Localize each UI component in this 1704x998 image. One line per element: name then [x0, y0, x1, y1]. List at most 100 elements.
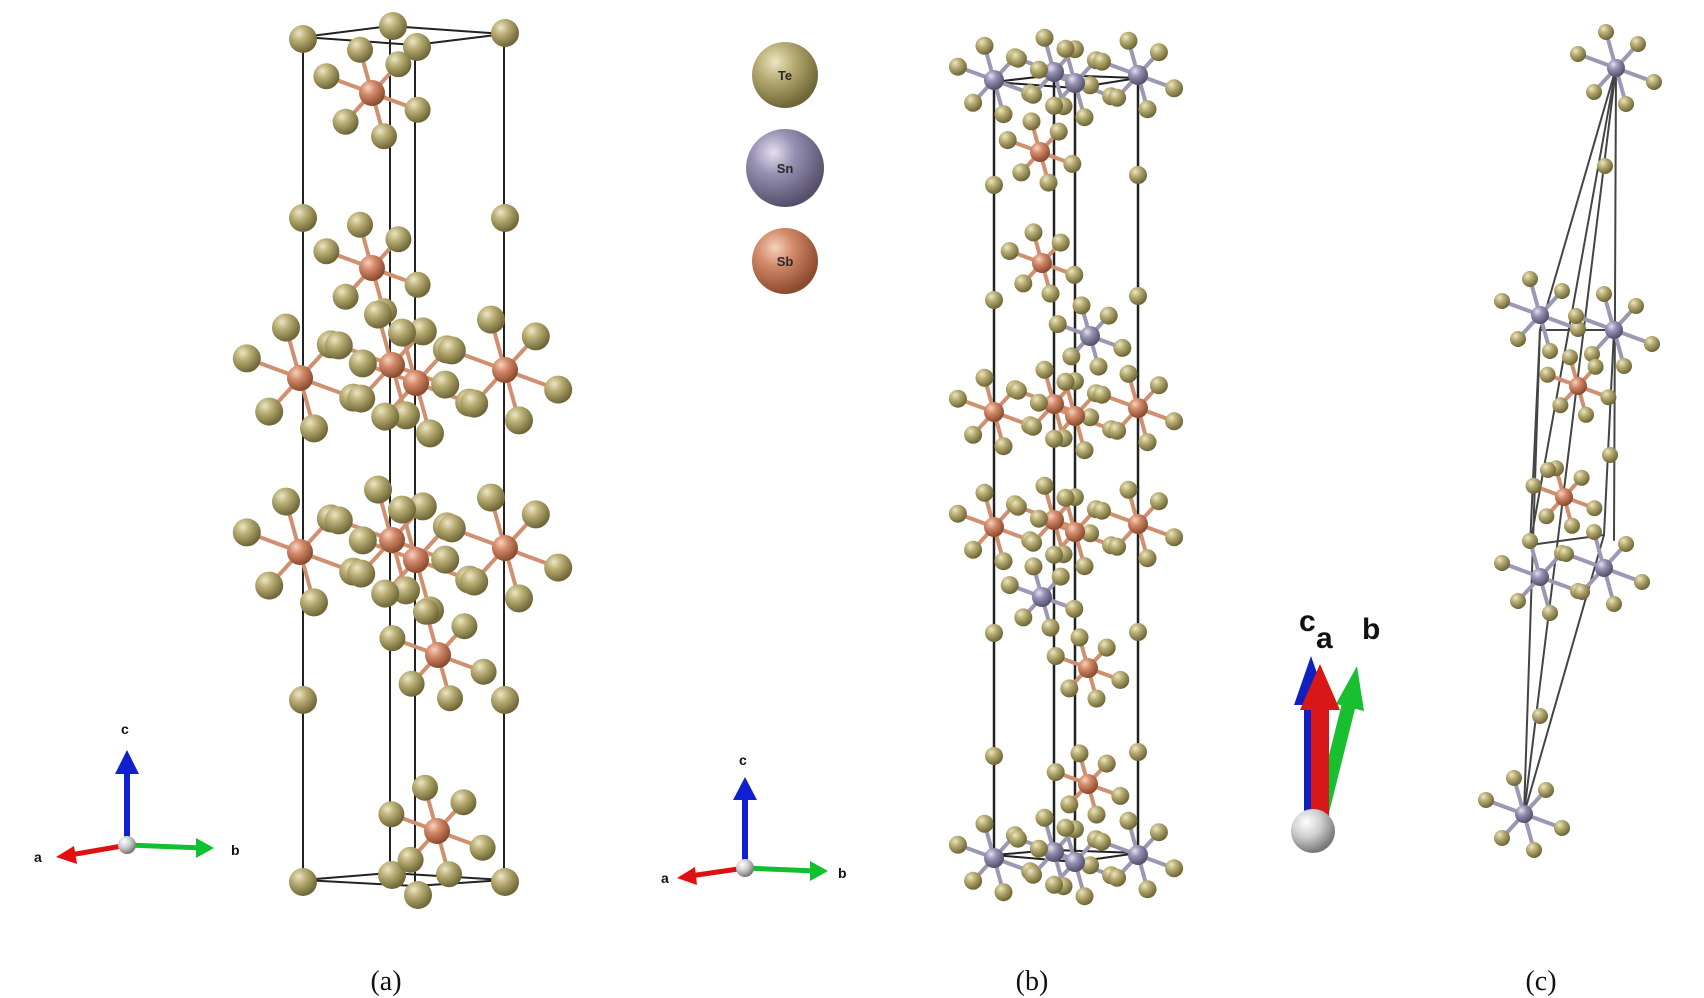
te-atom: [1065, 265, 1084, 284]
te-atom: [477, 483, 505, 512]
cell-edge: [1053, 849, 1139, 854]
te-atom: [1616, 358, 1632, 374]
triad-b-label-a: a: [661, 870, 669, 886]
te-atom: [431, 545, 460, 574]
te-atom: [1600, 389, 1617, 406]
te-atom: [1562, 349, 1578, 366]
te-atom: [975, 36, 994, 55]
te-atom: [544, 553, 573, 582]
cell-edge: [414, 879, 505, 887]
te-atom: [1041, 618, 1060, 637]
te-atom: [460, 389, 489, 418]
te-atom: [1092, 385, 1111, 404]
triad-b-axis-b: [744, 865, 817, 874]
te-atom: [975, 368, 994, 387]
triad-b-label-b: b: [838, 865, 847, 881]
te-atom: [1024, 865, 1043, 884]
te-atom: [1092, 832, 1111, 851]
te-atom: [1598, 24, 1614, 40]
te-atom: [385, 51, 412, 78]
legend-item-sb: Sb: [752, 228, 818, 294]
te-atom: [437, 514, 466, 543]
te-atom: [1081, 524, 1100, 543]
te-atom: [964, 540, 983, 559]
sb-atom: [359, 255, 385, 281]
te-atom: [1568, 308, 1584, 324]
te-atom: [1542, 605, 1558, 621]
te-atom: [392, 576, 420, 605]
te-atom: [1008, 497, 1027, 516]
te-atom: [378, 861, 406, 889]
sb-atom: [403, 547, 429, 573]
triad-c-arrow-a: [1300, 664, 1340, 710]
te-atom: [379, 625, 406, 652]
te-atom: [324, 331, 353, 360]
te-atom: [289, 204, 317, 232]
te-atom: [437, 685, 463, 712]
te-atom: [477, 305, 505, 334]
te-atom: [1070, 744, 1089, 763]
te-atom: [1149, 376, 1168, 395]
sn-atom: [984, 70, 1004, 90]
te-atom: [1045, 875, 1064, 894]
triad-a-label-c: c: [121, 721, 129, 737]
sn-atom: [1032, 587, 1052, 607]
triad-b-arrow-b: [810, 861, 828, 881]
panel-c-structure: [1478, 24, 1662, 858]
te-atom: [385, 226, 412, 253]
te-atom: [1092, 501, 1111, 520]
te-atom: [1048, 315, 1067, 334]
te-atom: [1506, 770, 1522, 786]
te-atom: [392, 401, 420, 430]
cell-edge: [302, 872, 391, 881]
te-atom: [451, 613, 478, 640]
sb-atom: [287, 365, 313, 391]
te-atom: [1070, 628, 1089, 647]
sb-atom: [1078, 774, 1098, 794]
te-atom: [332, 283, 359, 310]
te-atom: [255, 571, 284, 600]
te-atom: [1087, 805, 1106, 824]
te-atom: [450, 789, 477, 816]
te-atom: [1014, 608, 1033, 627]
te-atom: [998, 131, 1017, 150]
te-atom: [1051, 567, 1070, 586]
te-atom: [1092, 52, 1111, 71]
sn-atom: [1044, 842, 1064, 862]
te-atom: [1024, 223, 1043, 242]
te-atom: [1542, 343, 1558, 359]
te-atom: [1081, 408, 1100, 427]
te-atom: [371, 402, 400, 431]
te-atom: [1075, 441, 1094, 460]
te-atom: [397, 846, 424, 873]
cell-edge: [1603, 329, 1615, 536]
te-atom: [1035, 808, 1054, 827]
sb-atom: [425, 642, 451, 668]
te-atom: [1618, 536, 1634, 552]
sb-atom: [492, 535, 518, 561]
te-atom: [1586, 524, 1602, 540]
te-atom: [1574, 584, 1590, 600]
te-atom: [300, 414, 328, 443]
panel-a-unit-cell: [302, 25, 505, 887]
legend-item-te: Te: [752, 42, 818, 108]
te-atom: [1644, 336, 1660, 352]
te-atom: [388, 495, 416, 524]
te-atom: [1024, 417, 1043, 436]
caption-panel-c: (c): [1525, 966, 1556, 997]
panel-a-bonds: [244, 47, 561, 877]
sb-atom: [359, 80, 385, 106]
te-atom: [994, 105, 1013, 124]
sb-atom: [1569, 377, 1587, 395]
triad-b-axis-a: [689, 865, 746, 879]
triad-a-origin: [118, 836, 136, 854]
te-atom: [1630, 36, 1646, 52]
te-atom: [1478, 792, 1494, 808]
caption-panel-a: (a): [370, 966, 401, 997]
te-atom: [379, 12, 407, 40]
te-atom: [985, 291, 1003, 309]
sb-atom: [1065, 522, 1085, 542]
te-atom: [1072, 296, 1091, 315]
te-atom: [1165, 528, 1184, 547]
te-atom: [1089, 357, 1108, 376]
